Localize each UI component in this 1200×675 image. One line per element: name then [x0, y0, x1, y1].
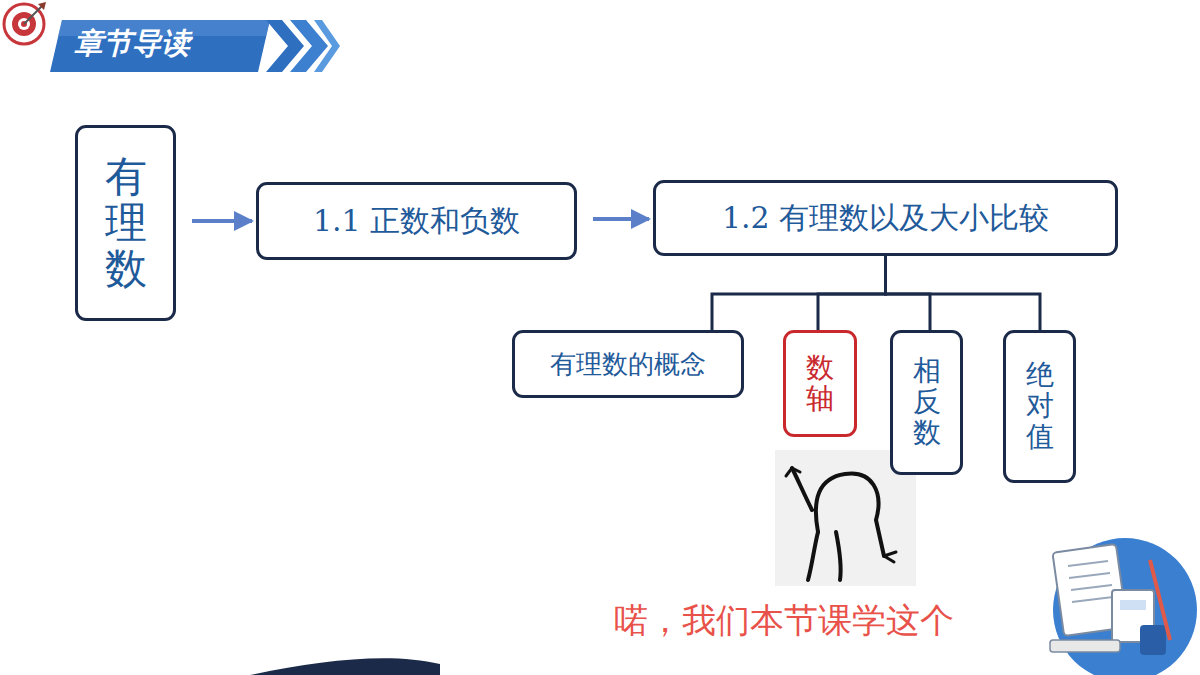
node-text: 相反数: [913, 356, 941, 448]
node-text: 有理数的概念: [550, 347, 706, 382]
subtopic-box: 绝对值: [1003, 330, 1076, 483]
swoosh: [250, 658, 440, 675]
chevron: [314, 20, 340, 72]
subtopic-box: 相反数: [890, 330, 963, 475]
node-text: 1.2 有理数以及大小比较: [722, 198, 1049, 239]
header-title: 章节导读: [74, 24, 190, 64]
tree-connector: [886, 256, 1041, 330]
header-band: [50, 20, 270, 72]
node-text: 1.1 正数和负数: [313, 201, 520, 242]
section-box: 1.2 有理数以及大小比较: [653, 180, 1118, 256]
highlight-box: 数轴: [783, 330, 857, 437]
target-icon: [4, 2, 46, 44]
math-illustration: [1050, 538, 1197, 675]
caption-note: 喏，我们本节课学这个: [614, 598, 954, 644]
flow-arrow: [593, 217, 649, 221]
subtopic-box: 有理数的概念: [512, 330, 744, 398]
section-box: 1.1 正数和负数: [256, 182, 577, 260]
topic-box: 有理数: [75, 125, 176, 321]
node-text: 数轴: [806, 353, 834, 415]
node-text: 绝对值: [1026, 360, 1054, 452]
node-text: 有理数: [105, 154, 147, 293]
tree-connector: [712, 256, 886, 330]
flow-arrow: [192, 219, 252, 223]
tree-connector: [818, 256, 886, 330]
